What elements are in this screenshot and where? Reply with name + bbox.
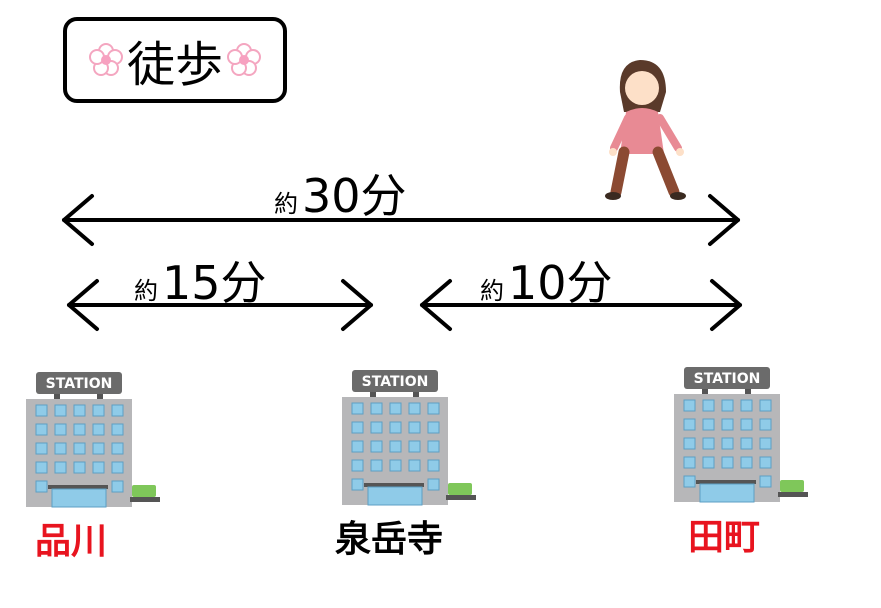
arrow-30min bbox=[62, 194, 740, 246]
title-box: 徒歩 bbox=[63, 17, 287, 103]
approx-prefix: 約 bbox=[134, 277, 158, 305]
flower-icon bbox=[88, 43, 123, 76]
station-name: 田町 bbox=[688, 517, 761, 558]
route-label-15min: 約 15分 bbox=[134, 247, 267, 313]
approx-prefix: 約 bbox=[274, 190, 298, 218]
duration: 10分 bbox=[508, 256, 613, 310]
walking-person-icon bbox=[605, 60, 686, 200]
station-1: STATION bbox=[340, 365, 480, 514]
arrow-10min bbox=[420, 279, 742, 331]
route-label-10min: 約 10分 bbox=[480, 247, 613, 313]
station-2: STATION bbox=[672, 362, 812, 511]
station-0: STATION bbox=[24, 367, 164, 516]
approx-prefix: 約 bbox=[480, 277, 504, 305]
station-sign: STATION bbox=[362, 374, 429, 390]
station-sign: STATION bbox=[694, 371, 761, 387]
station-building-icon: STATION bbox=[342, 370, 476, 506]
arrow-15min bbox=[67, 279, 373, 331]
station-name: 泉岳寺 bbox=[335, 519, 444, 560]
duration: 15分 bbox=[162, 256, 267, 310]
station-building-icon: STATION bbox=[26, 372, 160, 508]
station-name: 品川 bbox=[35, 521, 108, 562]
title-text: 徒歩 bbox=[126, 37, 223, 93]
station-building-icon: STATION bbox=[674, 367, 808, 503]
flower-icon bbox=[227, 43, 261, 76]
route-label-30min: 約 30分 bbox=[274, 160, 407, 226]
duration: 30分 bbox=[302, 169, 407, 223]
station-sign: STATION bbox=[46, 376, 113, 392]
